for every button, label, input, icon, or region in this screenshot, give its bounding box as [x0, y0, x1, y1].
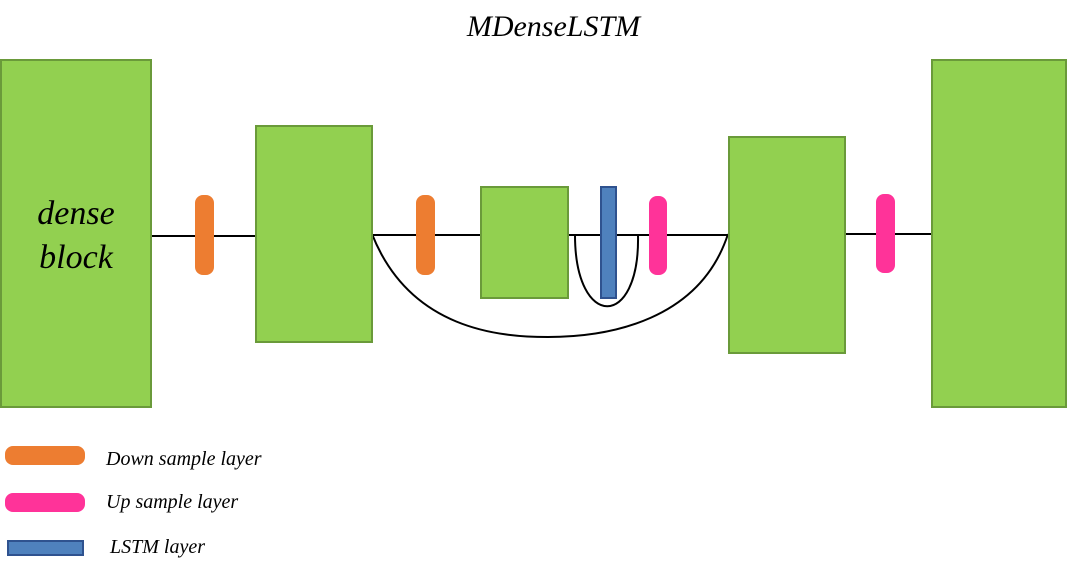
down-sample-layer [416, 195, 435, 275]
skip-connection-arc [371, 233, 729, 339]
connections [151, 233, 932, 339]
legend-down-sample-label: Down sample layer [106, 448, 262, 470]
dense-block-label-line1: dense [37, 195, 115, 232]
up-sample-layer [649, 196, 667, 275]
dense-block-label-line2: block [39, 239, 113, 276]
dense-block-3 [480, 186, 569, 299]
dense-block-1 [0, 59, 152, 408]
diagram-title: MDenseLSTM [466, 10, 641, 43]
dense-block-5 [931, 59, 1067, 408]
lstm-skip-arc [574, 234, 640, 308]
legend-up-sample-label: Up sample layer [106, 491, 239, 513]
legend-lstm-icon [7, 540, 84, 556]
dense-block-2 [255, 125, 373, 343]
lstm-layer [600, 186, 617, 299]
dense-block-4 [728, 136, 846, 354]
dense-block-label: dense block [0, 192, 152, 280]
legend-up-sample-icon [5, 493, 85, 512]
legend-lstm-label: LSTM layer [110, 536, 205, 558]
legend-down-sample-icon [5, 446, 85, 465]
down-sample-layer [195, 195, 214, 275]
up-sample-layer [876, 194, 895, 273]
